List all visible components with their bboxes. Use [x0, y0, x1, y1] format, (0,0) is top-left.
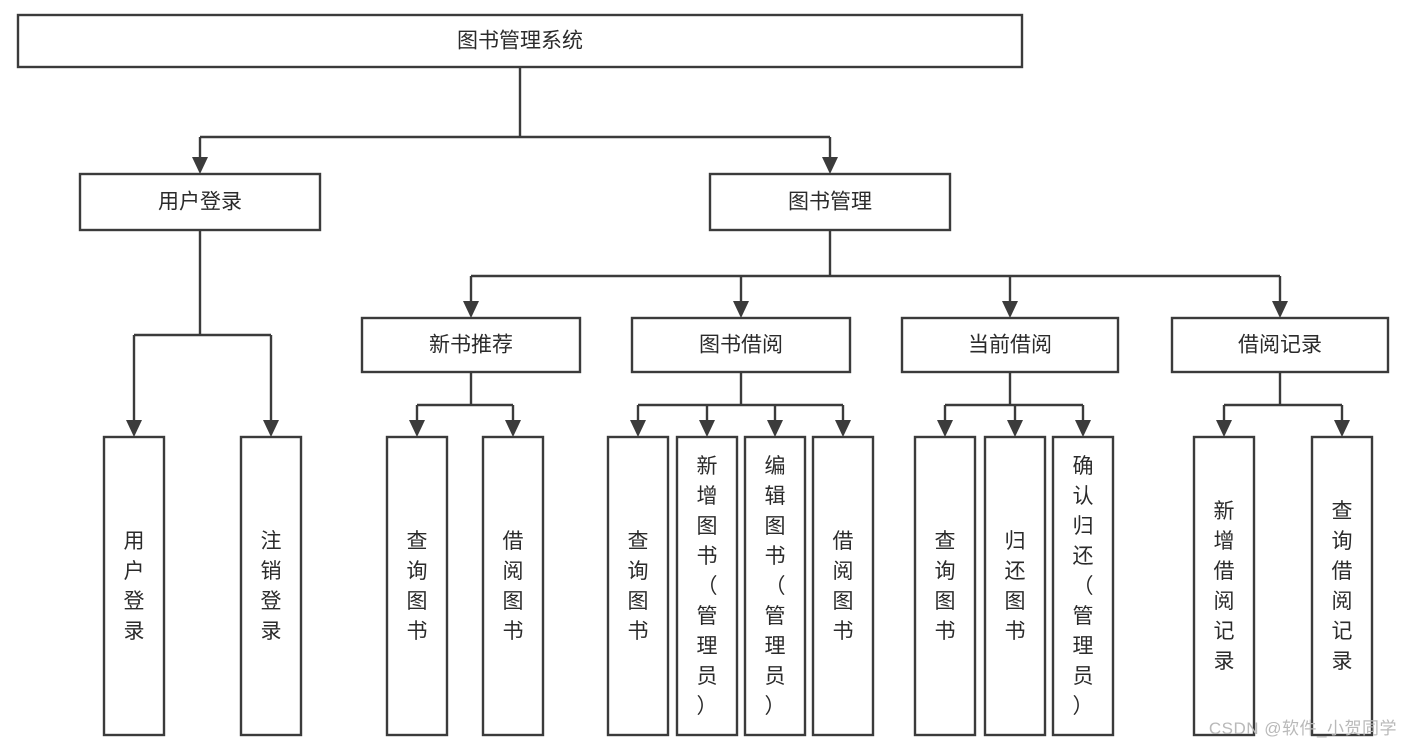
node-用户登录[interactable]: 用户登录 [102, 435, 166, 737]
node-确认归还管理员-label: 确认归还（管理员） [1073, 455, 1094, 718]
user-login-to-用户登录-arrowhead [126, 420, 142, 437]
node-编辑图书管理员-box[interactable] [743, 435, 807, 737]
当前借阅-to-归还图书-arrowhead [1007, 420, 1023, 437]
node-新增图书管理员-box[interactable] [675, 435, 739, 737]
book-mgmt-to-图书借阅-arrowhead [733, 301, 749, 318]
node-当前借阅[interactable]: 当前借阅 [900, 316, 1120, 374]
node-查询图书-box[interactable] [385, 435, 449, 737]
node-图书管理系统-label: 图书管理系统 [457, 30, 583, 53]
root-to-用户登录-arrowhead [192, 157, 208, 174]
book-mgmt-to-新书推荐-arrowhead [463, 301, 479, 318]
node-注销登录[interactable]: 注销登录 [239, 435, 303, 737]
node-归还图书-box[interactable] [983, 435, 1047, 737]
node-查询图书-label: 查询图书 [628, 530, 649, 643]
node-图书管理[interactable]: 图书管理 [708, 172, 952, 232]
node-归还图书-label: 归还图书 [1005, 530, 1026, 643]
node-查询图书[interactable]: 查询图书 [913, 435, 977, 737]
node-编辑图书管理员-label: 编辑图书（管理员） [765, 455, 786, 718]
node-当前借阅-label: 当前借阅 [968, 334, 1052, 357]
图书借阅-to-编辑图书管理员-arrowhead [767, 420, 783, 437]
node-注销登录-label: 注销登录 [261, 530, 282, 643]
node-当前借阅-box[interactable] [900, 316, 1120, 374]
node-用户登录[interactable]: 用户登录 [78, 172, 322, 232]
node-归还图书[interactable]: 归还图书 [983, 435, 1047, 737]
node-图书借阅[interactable]: 图书借阅 [630, 316, 852, 374]
node-图书管理-label: 图书管理 [788, 191, 872, 214]
node-编辑图书管理员[interactable]: 编辑图书（管理员） [743, 435, 807, 737]
node-借阅图书-label: 借阅图书 [503, 530, 524, 643]
图书借阅-to-借阅图书-arrowhead [835, 420, 851, 437]
node-借阅记录-label: 借阅记录 [1238, 334, 1322, 357]
借阅记录-to-新增借阅记录-arrowhead [1216, 420, 1232, 437]
node-新增借阅记录-label: 新增借阅记录 [1214, 500, 1235, 673]
node-layer: 图书管理系统用户登录图书管理用户登录注销登录新书推荐查询图书借阅图书图书借阅查询… [16, 13, 1390, 737]
node-图书借阅-label: 图书借阅 [699, 334, 783, 357]
新书推荐-to-借阅图书-arrowhead [505, 420, 521, 437]
node-查询图书[interactable]: 查询图书 [606, 435, 670, 737]
node-新书推荐-box[interactable] [360, 316, 582, 374]
node-新增借阅记录[interactable]: 新增借阅记录 [1192, 435, 1256, 737]
node-新增借阅记录-box[interactable] [1192, 435, 1256, 737]
node-查询图书-box[interactable] [606, 435, 670, 737]
node-用户登录-label: 用户登录 [158, 191, 242, 214]
node-借阅记录-box[interactable] [1170, 316, 1390, 374]
node-图书管理系统-box[interactable] [16, 13, 1024, 69]
node-新书推荐[interactable]: 新书推荐 [360, 316, 582, 374]
node-借阅图书-label: 借阅图书 [833, 530, 854, 643]
node-确认归还管理员-box[interactable] [1051, 435, 1115, 737]
node-借阅图书-box[interactable] [811, 435, 875, 737]
node-查询图书-label: 查询图书 [935, 530, 956, 643]
node-新增图书管理员[interactable]: 新增图书（管理员） [675, 435, 739, 737]
node-查询图书-box[interactable] [913, 435, 977, 737]
node-查询借阅记录-label: 查询借阅记录 [1332, 500, 1353, 673]
connector-layer [126, 67, 1350, 437]
watermark-csdn: CSDN @软件_小贺同学 [1208, 719, 1397, 738]
node-查询图书[interactable]: 查询图书 [385, 435, 449, 737]
新书推荐-to-查询图书-arrowhead [409, 420, 425, 437]
借阅记录-to-查询借阅记录-arrowhead [1334, 420, 1350, 437]
node-图书借阅-box[interactable] [630, 316, 852, 374]
node-查询图书-label: 查询图书 [407, 530, 428, 643]
当前借阅-to-查询图书-arrowhead [937, 420, 953, 437]
node-确认归还管理员[interactable]: 确认归还（管理员） [1051, 435, 1115, 737]
图书借阅-to-查询图书-arrowhead [630, 420, 646, 437]
node-新书推荐-label: 新书推荐 [429, 334, 513, 357]
node-新增图书管理员-label: 新增图书（管理员） [697, 455, 718, 718]
当前借阅-to-确认归还管理员-arrowhead [1075, 420, 1091, 437]
node-图书管理-box[interactable] [708, 172, 952, 232]
node-借阅图书[interactable]: 借阅图书 [481, 435, 545, 737]
node-用户登录-box[interactable] [78, 172, 322, 232]
node-用户登录-label: 用户登录 [124, 530, 145, 643]
node-借阅图书-box[interactable] [481, 435, 545, 737]
user-login-to-注销登录-arrowhead [263, 420, 279, 437]
node-注销登录-box[interactable] [239, 435, 303, 737]
node-借阅记录[interactable]: 借阅记录 [1170, 316, 1390, 374]
book-mgmt-to-借阅记录-arrowhead [1272, 301, 1288, 318]
node-查询借阅记录-box[interactable] [1310, 435, 1374, 737]
node-借阅图书[interactable]: 借阅图书 [811, 435, 875, 737]
node-查询借阅记录[interactable]: 查询借阅记录 [1310, 435, 1374, 737]
node-图书管理系统[interactable]: 图书管理系统 [16, 13, 1024, 69]
root-to-图书管理-arrowhead [822, 157, 838, 174]
node-用户登录-box[interactable] [102, 435, 166, 737]
图书借阅-to-新增图书管理员-arrowhead [699, 420, 715, 437]
book-mgmt-to-当前借阅-arrowhead [1002, 301, 1018, 318]
